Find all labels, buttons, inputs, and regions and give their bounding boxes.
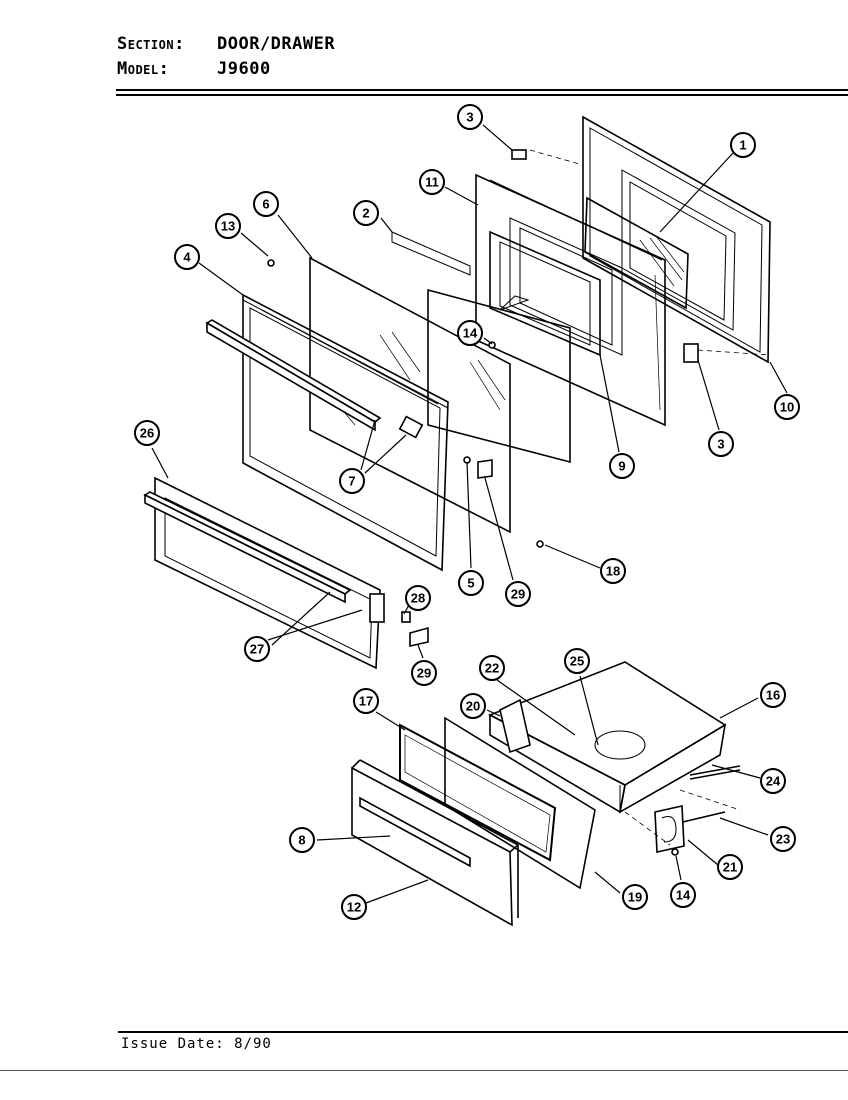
- callout-18: 18: [600, 558, 626, 584]
- callout-text: 3: [717, 437, 724, 452]
- callout-21: 21: [717, 854, 743, 880]
- door-liner: [475, 173, 666, 427]
- callout-text: 29: [511, 587, 525, 602]
- callout-text: 19: [628, 890, 642, 905]
- callout-23: 23: [770, 826, 796, 852]
- heat-shield-panel: [427, 288, 571, 464]
- callout-text: 5: [467, 576, 474, 591]
- callout-text: 9: [618, 459, 625, 474]
- leader-lines: [151, 124, 788, 904]
- hinge-clip-bottom: [683, 343, 699, 363]
- callout-7: 7: [339, 468, 365, 494]
- callout-14-lower: 14: [670, 882, 696, 908]
- callout-text: 3: [466, 110, 473, 125]
- callout-26: 26: [134, 420, 160, 446]
- callout-29-lower: 29: [411, 660, 437, 686]
- callout-17: 17: [353, 688, 379, 714]
- callout-text: 22: [485, 661, 499, 676]
- callout-16: 16: [760, 682, 786, 708]
- callout-text: 1: [739, 138, 746, 153]
- callout-text: 26: [140, 426, 154, 441]
- callout-text: 10: [780, 400, 794, 415]
- callout-text: 14: [676, 888, 691, 903]
- label-29: [409, 626, 429, 647]
- drawer-insulation: [399, 723, 557, 862]
- callout-text: 2: [362, 206, 369, 221]
- outer-glass: [309, 256, 511, 534]
- screw-18: [536, 540, 544, 548]
- callout-text: 20: [466, 699, 480, 714]
- model-value: J9600: [217, 59, 271, 79]
- section-heading: Section: DOOR/DRAWER: [117, 34, 335, 54]
- callout-5: 5: [458, 570, 484, 596]
- issue-date: Issue Date: 8/90: [121, 1036, 272, 1052]
- callout-14: 14: [457, 320, 483, 346]
- callout-13: 13: [215, 213, 241, 239]
- screw-13: [267, 259, 275, 267]
- callout-text: 13: [221, 219, 235, 234]
- callout-text: 11: [425, 175, 439, 190]
- callout-text: 23: [776, 832, 790, 847]
- callout-27: 27: [244, 636, 270, 662]
- callout-text: 21: [723, 860, 737, 875]
- header-rule-top: [116, 89, 848, 91]
- callout-3-lower: 3: [708, 431, 734, 457]
- drawer-bracket: [654, 805, 685, 853]
- inner-glass: [584, 196, 689, 310]
- callout-text: 18: [606, 564, 620, 579]
- callout-text: 8: [298, 833, 305, 848]
- callout-20: 20: [460, 693, 486, 719]
- callout-28: 28: [405, 585, 431, 611]
- model-heading: Model: J9600: [117, 59, 270, 79]
- outer-door-panel: [582, 115, 771, 364]
- callout-1: 1: [730, 132, 756, 158]
- callout-12: 12: [341, 894, 367, 920]
- callout-text: 25: [570, 654, 584, 669]
- callout-9: 9: [609, 453, 635, 479]
- callout-text: 14: [463, 326, 478, 341]
- callout-25: 25: [564, 648, 590, 674]
- hardware: [267, 149, 699, 856]
- callout-text: 29: [417, 666, 431, 681]
- door-glass: [391, 231, 471, 276]
- callout-text: 6: [262, 197, 269, 212]
- model-label: Model:: [117, 59, 170, 79]
- callout-2: 2: [353, 200, 379, 226]
- header-rule-bottom: [116, 94, 848, 96]
- footer-rule: [118, 1031, 848, 1033]
- section-label: Section:: [117, 34, 185, 54]
- callout-24: 24: [760, 768, 786, 794]
- section-value: DOOR/DRAWER: [217, 34, 336, 54]
- callout-text: 4: [183, 250, 191, 265]
- drawer-back-panel: [444, 698, 596, 890]
- callout-text: 16: [766, 688, 780, 703]
- callout-text: 7: [348, 474, 355, 489]
- callout-4: 4: [174, 244, 200, 270]
- callout-11: 11: [419, 169, 445, 195]
- callout-text: 12: [347, 900, 361, 915]
- callout-text: 24: [766, 774, 781, 789]
- callout-text: 27: [250, 642, 264, 657]
- hinge-clip-top: [511, 149, 527, 160]
- door-frame: [242, 293, 449, 572]
- callout-text: 28: [411, 591, 425, 606]
- callout-29: 29: [505, 581, 531, 607]
- drawer-front-frame: [143, 476, 385, 670]
- callout-8: 8: [289, 827, 315, 853]
- alignment-lines: [529, 149, 771, 846]
- drawer-box: [488, 661, 727, 814]
- callout-19: 19: [622, 884, 648, 910]
- door-handle: [205, 319, 424, 439]
- callout-10: 10: [774, 394, 800, 420]
- drawer-front: [351, 759, 519, 927]
- clip-28: [401, 611, 411, 623]
- callout-3: 3: [457, 104, 483, 130]
- callout-6: 6: [253, 191, 279, 217]
- callout-text: 17: [359, 694, 373, 709]
- screw-14b: [671, 848, 679, 856]
- bottom-rule: [0, 1070, 848, 1071]
- callout-22: 22: [479, 655, 505, 681]
